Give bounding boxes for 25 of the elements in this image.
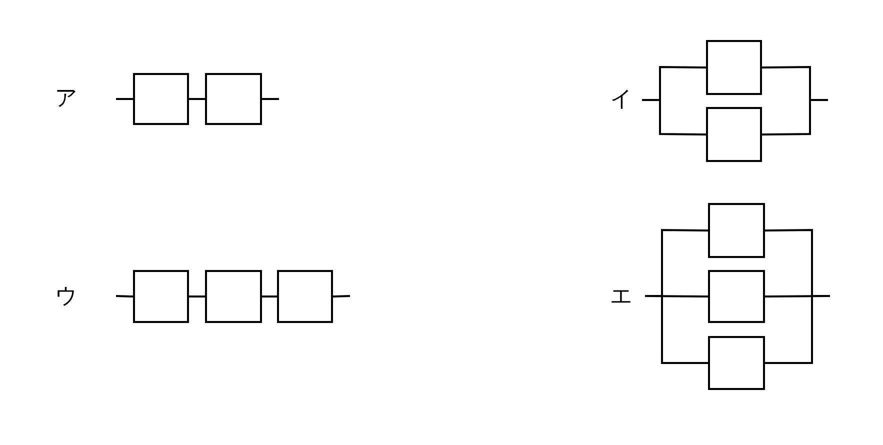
component-block <box>205 270 262 323</box>
connecting-line <box>116 98 133 100</box>
connecting-line <box>189 98 205 100</box>
connecting-line <box>645 295 708 364</box>
connecting-line <box>116 295 134 298</box>
connecting-line <box>765 295 830 364</box>
component-block <box>277 270 333 323</box>
component-block <box>706 40 762 95</box>
option-label: エ <box>610 284 633 310</box>
connecting-line <box>332 295 350 298</box>
connecting-line <box>642 99 706 136</box>
connecting-line <box>262 98 279 100</box>
component-block <box>133 73 189 125</box>
component-block <box>708 270 765 323</box>
component-block <box>708 336 765 390</box>
component-block <box>133 270 189 323</box>
option-label: ウ <box>55 284 78 310</box>
option-label: イ <box>610 87 633 113</box>
option-label: ア <box>55 86 78 112</box>
component-block <box>708 203 765 258</box>
component-block <box>205 73 262 125</box>
connecting-line <box>262 296 277 298</box>
connecting-line <box>762 99 828 136</box>
connecting-line <box>189 296 205 298</box>
component-block <box>706 107 762 162</box>
